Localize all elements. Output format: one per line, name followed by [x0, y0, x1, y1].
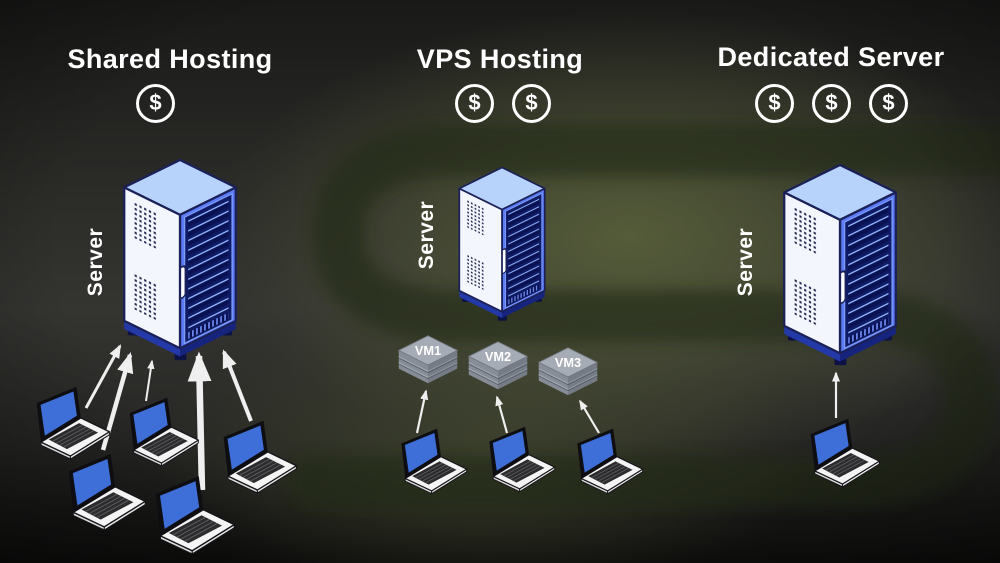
vps-client-laptop	[576, 428, 644, 495]
vps-hosting-title: VPS Hosting	[416, 44, 584, 74]
laptop-icon	[129, 397, 199, 467]
vps-price-icons: $ $	[455, 84, 551, 123]
vps-client-laptop	[488, 426, 556, 493]
vps-client-laptop	[400, 428, 468, 495]
dollar-coin-icon: $	[455, 84, 494, 123]
shared-hosting-title: Shared Hosting	[67, 44, 273, 74]
shared-client-laptop	[129, 397, 199, 467]
dollar-coin-icon: $	[869, 84, 908, 123]
shared-price-icons: $	[136, 84, 175, 123]
connection-arrow	[222, 349, 253, 422]
laptop-icon	[35, 386, 111, 460]
connection-arrow	[187, 351, 212, 491]
laptop-icon	[488, 426, 556, 493]
laptop-icon	[68, 453, 146, 531]
vm3-label: VM3	[555, 355, 581, 370]
connection-arrow	[415, 389, 429, 434]
connection-arrow	[145, 359, 155, 402]
vm3-box: VM3	[538, 347, 598, 396]
dollar-coin-icon: $	[812, 84, 851, 123]
shared-client-laptop	[222, 420, 298, 494]
dollar-coin-icon: $	[512, 84, 551, 123]
shared-client-laptop	[68, 453, 146, 531]
connection-arrow	[84, 344, 122, 409]
dollar-coin-icon: $	[755, 84, 794, 123]
laptop-icon	[810, 418, 880, 488]
dedicated-server-title: Dedicated Server	[717, 42, 945, 72]
vm1-label: VM1	[415, 343, 441, 358]
shared-client-laptop	[35, 386, 111, 460]
vm1-box: VM1	[398, 335, 458, 384]
dollar-coin-icon: $	[136, 84, 175, 123]
dedicated-price-icons: $ $ $	[755, 84, 908, 123]
laptop-icon	[222, 420, 298, 494]
laptop-icon	[400, 428, 468, 495]
dedicated-client-laptop	[810, 418, 880, 488]
vm2-box: VM2	[468, 341, 528, 390]
vm2-label: VM2	[485, 349, 511, 364]
connection-arrow	[495, 395, 509, 434]
connection-arrow	[579, 399, 600, 434]
laptop-icon	[576, 428, 644, 495]
